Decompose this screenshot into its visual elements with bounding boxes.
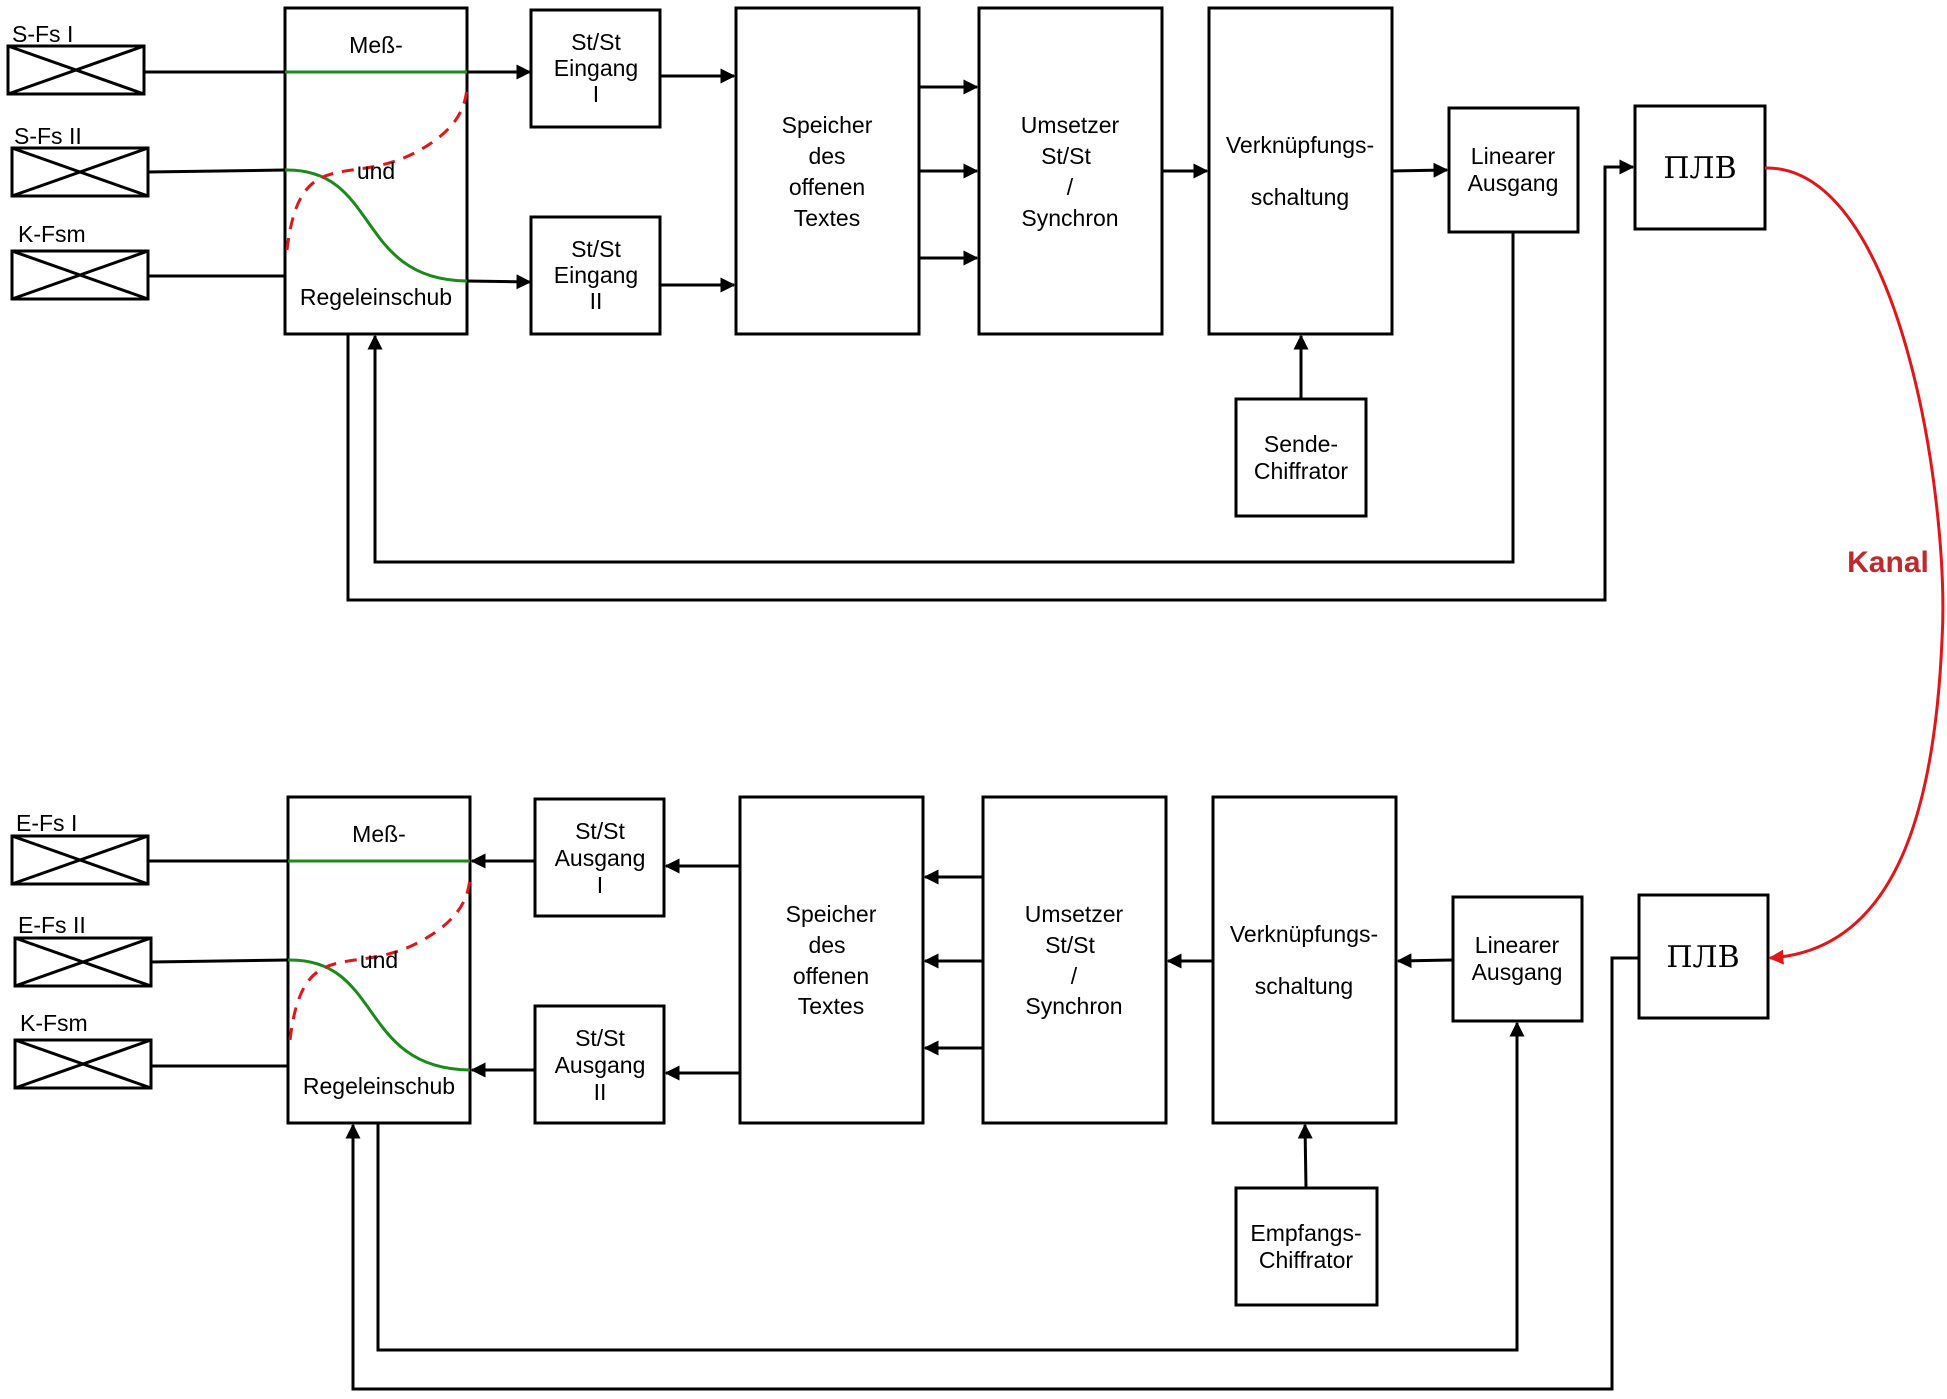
green-curve (287, 958, 471, 1072)
box-label: des (808, 932, 845, 958)
box-label: Ausgang (555, 1052, 646, 1078)
terminal-k-fsm-receiver: K-Fsm (13, 1010, 153, 1090)
mess-label: Meß- (349, 32, 403, 58)
box-label: Speicher (782, 112, 873, 138)
sender-section: S-Fs I S-Fs II K-Fsm Meß- und Regeleinsc… (6, 6, 1767, 602)
terminal-s-fs-2: S-Fs II (10, 123, 150, 198)
wire (147, 168, 286, 174)
kanal-channel: Kanal (1764, 166, 1945, 965)
green-curve (284, 168, 468, 283)
box-label: schaltung (1251, 184, 1349, 210)
regeleinschub-label: Regeleinschub (303, 1073, 455, 1099)
plv-box-receiver: ПЛВ (1637, 893, 1770, 1020)
kanal-curve (1764, 166, 1945, 965)
umsetzer-box-receiver: Umsetzer St/St / Synchron (981, 795, 1168, 1125)
box-label: Eingang (554, 55, 638, 81)
terminal-e-fs-1: E-Fs I (10, 810, 150, 886)
box-label: Ausgang (1468, 170, 1559, 196)
terminal-label: S-Fs II (14, 123, 82, 149)
box-label: Synchron (1025, 993, 1122, 1019)
terminal-label: E-Fs I (16, 810, 77, 836)
plv-label: ПЛВ (1666, 940, 1739, 975)
box-label: Textes (798, 993, 864, 1019)
feedback-wire (346, 159, 1635, 602)
box-label: Verknüpfungs- (1226, 132, 1374, 158)
red-dashed-curve (285, 87, 469, 251)
terminal-label: E-Fs II (18, 912, 86, 938)
box-label: Sende- (1264, 431, 1338, 457)
box-label: des (808, 143, 845, 169)
box-label: Chiffrator (1259, 1247, 1354, 1273)
mess-und-regeleinschub-box-receiver: Meß- und Regeleinschub (286, 795, 472, 1125)
feedback-wire (345, 956, 1639, 1391)
feedback-wire (367, 232, 1515, 564)
box-label: St/St (571, 236, 621, 262)
box-label: Linearer (1475, 932, 1560, 958)
box-label: Speicher (786, 901, 877, 927)
terminal-s-fs-1: S-Fs I (6, 21, 146, 96)
box-label: Ausgang (1472, 959, 1563, 985)
terminal-e-fs-2: E-Fs II (13, 912, 153, 988)
arrow-wire (1297, 1123, 1313, 1189)
speicher-box-receiver: Speicher des offenen Textes (738, 795, 925, 1125)
box-label: Empfangs- (1250, 1220, 1361, 1246)
box-label: / (1067, 174, 1074, 200)
box-label: St/St (1041, 143, 1091, 169)
box-label: I (597, 872, 603, 898)
box-label: St/St (575, 818, 625, 844)
box-label: offenen (789, 174, 865, 200)
st-st-eingang-2-box: St/St Eingang II (529, 215, 662, 336)
feedback-wire (376, 1021, 1525, 1352)
receiver-section: E-Fs I E-Fs II K-Fsm Meß- und Regeleinsc… (10, 795, 1770, 1391)
regeleinschub-label: Regeleinschub (300, 284, 452, 310)
arrow-wire (1396, 953, 1453, 969)
verknuepfungsschaltung-box: Verknüpfungs- schaltung (1207, 6, 1394, 336)
box-label: offenen (793, 963, 869, 989)
box-label: St/St (571, 29, 621, 55)
box-label: Verknüpfungs- (1230, 921, 1378, 947)
box-label: II (590, 288, 603, 314)
linearer-ausgang-box-receiver: Linearer Ausgang (1451, 895, 1584, 1023)
box-label: Umsetzer (1025, 901, 1124, 927)
st-st-ausgang-2-box: St/St Ausgang II (533, 1004, 666, 1125)
und-label: und (360, 947, 398, 973)
box-label: / (1071, 963, 1078, 989)
mess-und-regeleinschub-box: Meß- und Regeleinschub (283, 6, 469, 336)
box-label: St/St (1045, 932, 1095, 958)
umsetzer-box: Umsetzer St/St / Synchron (977, 6, 1164, 336)
sende-chiffrator-box: Sende- Chiffrator (1234, 397, 1368, 518)
verknuepfungsschaltung-box-receiver: Verknüpfungs- schaltung (1211, 795, 1398, 1125)
wire (150, 958, 289, 964)
terminal-label: K-Fsm (20, 1010, 88, 1036)
box-label: St/St (575, 1025, 625, 1051)
box-label: Linearer (1471, 143, 1556, 169)
und-label: und (357, 158, 395, 184)
box-label: Textes (794, 205, 860, 231)
terminal-k-fsm: K-Fsm (10, 221, 150, 301)
plv-label: ПЛВ (1663, 151, 1736, 186)
kanal-label: Kanal (1847, 546, 1929, 579)
box-label: Ausgang (555, 845, 646, 871)
box-label: II (594, 1079, 607, 1105)
speicher-box: Speicher des offenen Textes (734, 6, 921, 336)
box-label: Chiffrator (1254, 458, 1349, 484)
st-st-ausgang-1-box: St/St Ausgang I (533, 797, 666, 918)
arrow-wire (1391, 162, 1449, 178)
st-st-eingang-1-box: St/St Eingang I (529, 8, 662, 129)
box-label: schaltung (1255, 973, 1353, 999)
plv-box: ПЛВ (1633, 104, 1767, 231)
terminal-label: K-Fsm (18, 221, 86, 247)
arrow-wire (466, 274, 532, 290)
empfangs-chiffrator-box: Empfangs- Chiffrator (1234, 1186, 1379, 1307)
mess-label: Meß- (352, 821, 406, 847)
linearer-ausgang-box: Linearer Ausgang (1447, 106, 1580, 234)
box-label: Synchron (1021, 205, 1118, 231)
red-dashed-curve (288, 877, 472, 1041)
box-label: Eingang (554, 262, 638, 288)
terminal-label: S-Fs I (12, 21, 73, 47)
box-label: I (593, 81, 599, 107)
box-label: Umsetzer (1021, 112, 1120, 138)
